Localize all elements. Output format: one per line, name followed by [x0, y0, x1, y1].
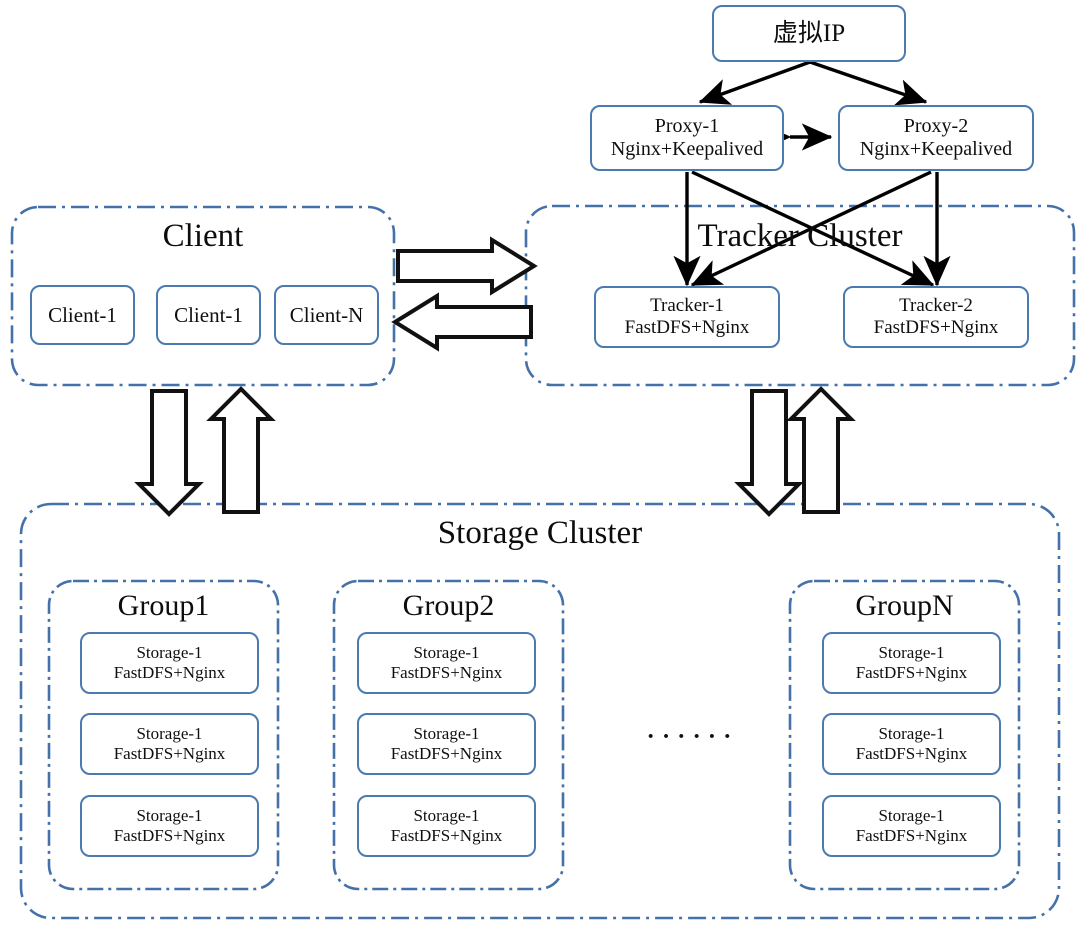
node-group1-storage-1-subtitle: FastDFS+Nginx	[113, 663, 226, 682]
node-groupn-storage-3-title: Storage-1	[878, 806, 945, 826]
node-group1-storage-2-title: Storage-1	[136, 724, 203, 744]
node-group2-storage-3[interactable]: Storage-1 FastDFS+Nginx	[357, 795, 536, 857]
node-tracker-2-subtitle: FastDFS+Nginx	[873, 317, 999, 338]
group2-title: Group2	[402, 589, 495, 622]
node-tracker-1-title: Tracker-1	[650, 294, 724, 316]
node-group2-storage-2-subtitle: FastDFS+Nginx	[390, 744, 503, 763]
node-tracker-1-subtitle: FastDFS+Nginx	[624, 317, 750, 338]
node-group2-storage-1-subtitle: FastDFS+Nginx	[390, 663, 503, 682]
node-proxy-1-title: Proxy-1	[654, 114, 720, 137]
node-virtual-ip[interactable]: 虚拟IP	[712, 5, 906, 62]
node-group2-storage-3-subtitle: FastDFS+Nginx	[390, 826, 503, 845]
node-group1-storage-3-title: Storage-1	[136, 806, 203, 826]
node-group2-storage-2[interactable]: Storage-1 FastDFS+Nginx	[357, 713, 536, 775]
node-client-2-label: Client-1	[174, 302, 243, 327]
node-group2-storage-2-title: Storage-1	[413, 724, 480, 744]
client-zone-title: Client	[162, 218, 244, 254]
node-group2-storage-1[interactable]: Storage-1 FastDFS+Nginx	[357, 632, 536, 694]
node-groupn-storage-3-subtitle: FastDFS+Nginx	[855, 826, 968, 845]
node-groupn-storage-2-subtitle: FastDFS+Nginx	[855, 744, 968, 763]
node-groupn-storage-1-subtitle: FastDFS+Nginx	[855, 663, 968, 682]
node-tracker-2-title: Tracker-2	[899, 294, 973, 316]
node-proxy-2[interactable]: Proxy-2 Nginx+Keepalived	[838, 105, 1034, 171]
node-client-1[interactable]: Client-1	[30, 285, 135, 345]
node-client-1-label: Client-1	[48, 302, 117, 327]
node-group2-storage-1-title: Storage-1	[413, 643, 480, 663]
node-client-2[interactable]: Client-1	[156, 285, 261, 345]
node-group1-storage-2-subtitle: FastDFS+Nginx	[113, 744, 226, 763]
group2-outline	[332, 579, 565, 891]
group1-title: Group1	[117, 589, 210, 622]
node-proxy-2-title: Proxy-2	[903, 114, 969, 137]
group1-outline	[47, 579, 280, 891]
node-tracker-2[interactable]: Tracker-2 FastDFS+Nginx	[843, 286, 1029, 348]
storage-zone-outline	[19, 502, 1061, 920]
node-group2-storage-3-title: Storage-1	[413, 806, 480, 826]
node-group1-storage-3-subtitle: FastDFS+Nginx	[113, 826, 226, 845]
tracker-zone-title: Tracker Cluster	[697, 218, 903, 254]
node-groupn-storage-3[interactable]: Storage-1 FastDFS+Nginx	[822, 795, 1001, 857]
node-groupn-storage-1[interactable]: Storage-1 FastDFS+Nginx	[822, 632, 1001, 694]
node-groupn-storage-1-title: Storage-1	[878, 643, 945, 663]
storage-zone-title: Storage Cluster	[437, 515, 643, 551]
node-proxy-2-subtitle: Nginx+Keepalived	[859, 138, 1013, 160]
groups-ellipsis: ······	[645, 718, 737, 755]
node-groupn-storage-2[interactable]: Storage-1 FastDFS+Nginx	[822, 713, 1001, 775]
groupn-outline	[788, 579, 1021, 891]
node-groupn-storage-2-title: Storage-1	[878, 724, 945, 744]
node-client-n-label: Client-N	[289, 302, 364, 327]
node-virtual-ip-label: 虚拟IP	[772, 20, 846, 47]
node-proxy-1-subtitle: Nginx+Keepalived	[610, 138, 764, 160]
node-group1-storage-1-title: Storage-1	[136, 643, 203, 663]
node-group1-storage-2[interactable]: Storage-1 FastDFS+Nginx	[80, 713, 259, 775]
node-group1-storage-3[interactable]: Storage-1 FastDFS+Nginx	[80, 795, 259, 857]
node-tracker-1[interactable]: Tracker-1 FastDFS+Nginx	[594, 286, 780, 348]
groupn-title: GroupN	[855, 589, 954, 622]
node-client-n[interactable]: Client-N	[274, 285, 379, 345]
node-group1-storage-1[interactable]: Storage-1 FastDFS+Nginx	[80, 632, 259, 694]
node-proxy-1[interactable]: Proxy-1 Nginx+Keepalived	[590, 105, 784, 171]
